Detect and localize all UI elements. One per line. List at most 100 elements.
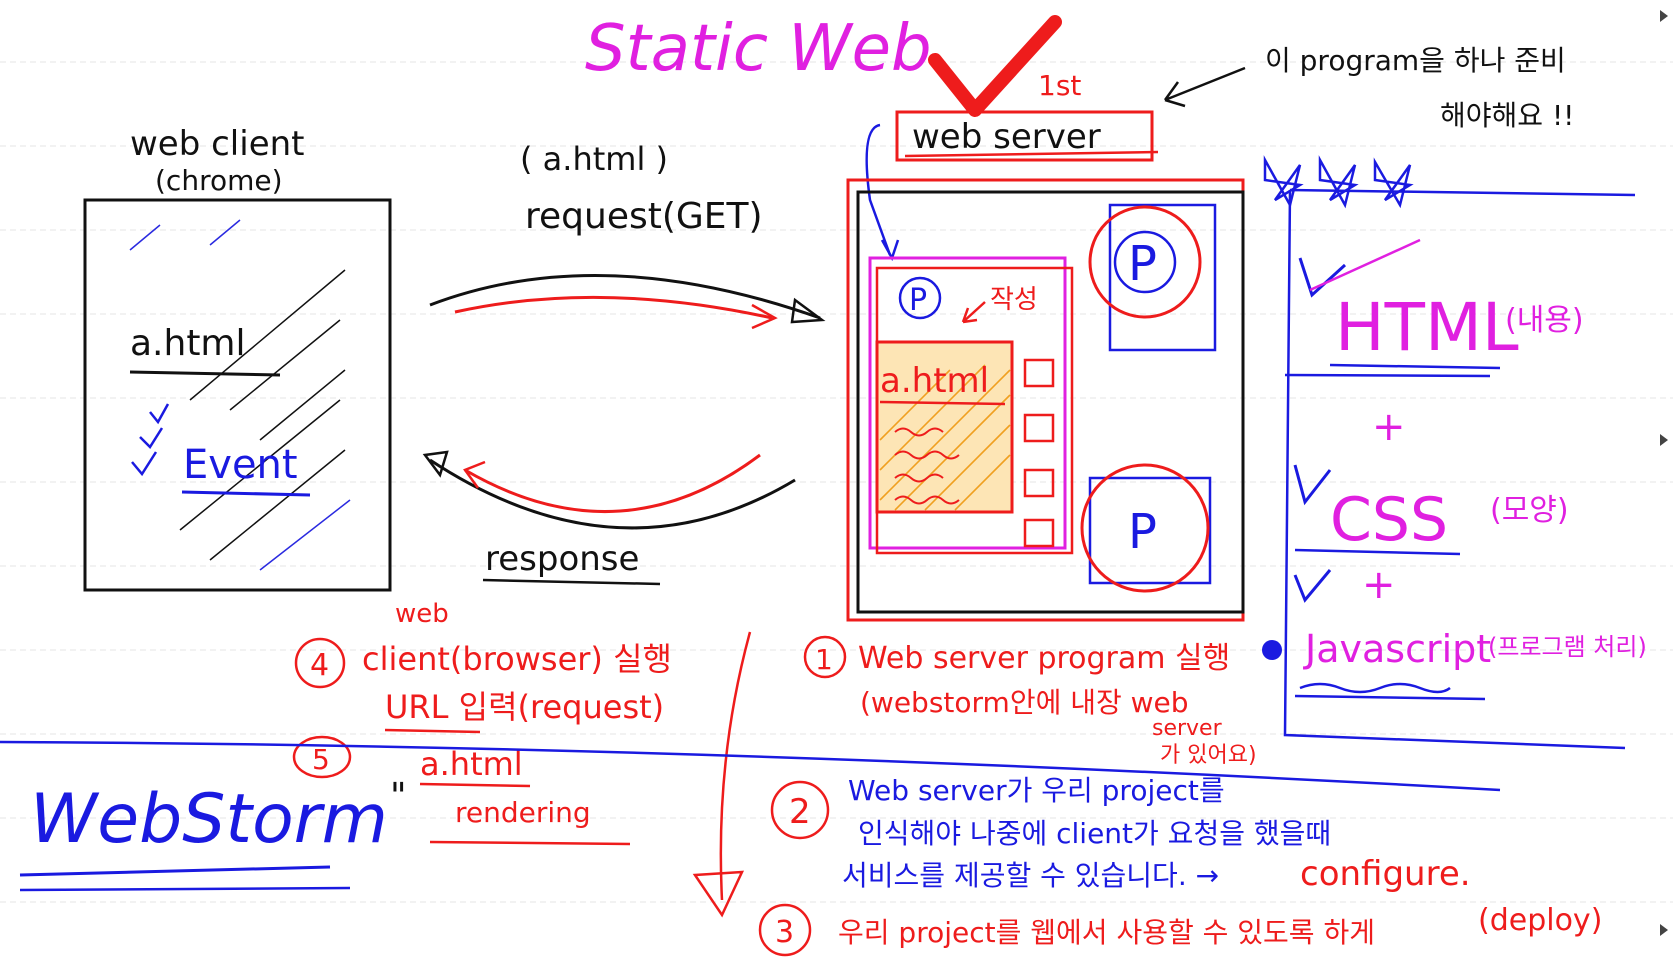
js-bullet (1262, 640, 1282, 660)
other-project-circle-1 (1088, 205, 1202, 319)
response-arrow-black (429, 458, 796, 530)
server-connector (865, 123, 892, 256)
step1-line3: server (1152, 716, 1223, 741)
file-box (875, 340, 1014, 514)
request-red-head-icon (751, 303, 778, 330)
project-box (868, 256, 1067, 550)
step2-line3: 서비스를 제공할 수 있습니다. → (842, 859, 1219, 892)
step3-circle (758, 903, 812, 957)
ruled-lines (0, 61, 1673, 903)
step1-circle (803, 635, 847, 679)
web-label: web (395, 599, 449, 629)
gutter-markers (1660, 10, 1668, 936)
step2-circle (770, 780, 830, 840)
step2-configure: configure. (1300, 854, 1471, 894)
stack-css-note: (모양) (1490, 493, 1569, 528)
client-check-marks (131, 403, 170, 477)
step2-num: 2 (789, 792, 811, 832)
client-subtitle: (chrome) (155, 164, 283, 197)
step1-line1: Web server program 실행 (858, 641, 1230, 676)
response-red-head-icon (463, 460, 486, 489)
file-name: a.html (880, 361, 989, 401)
webstorm-underline-2 (19, 886, 351, 892)
step4-underline (384, 728, 481, 734)
response-underline (482, 578, 661, 586)
js-scribble (1299, 682, 1451, 694)
server-connector-head-icon (880, 239, 900, 262)
client-file-underline (129, 370, 281, 377)
note-arrow-icon (1163, 66, 1246, 108)
step1-line2: (webstorm안에 내장 web (860, 686, 1189, 719)
write-label: 작성 (990, 285, 1038, 315)
file-hatching (879, 364, 1011, 511)
server-box (856, 190, 1245, 614)
step5-quote: " (390, 776, 407, 817)
browser-hatching (129, 219, 351, 571)
down-arrow (719, 631, 752, 901)
step2-line2: 인식해야 나중에 client가 요청을 했을때 (858, 817, 1331, 850)
project-badge: P (909, 283, 927, 318)
other-project-box-2 (1088, 476, 1212, 585)
project-badge-circle (898, 276, 942, 320)
step5-circle (292, 735, 352, 779)
step3-deploy: (deploy) (1478, 903, 1602, 938)
file-name-underline (879, 400, 1006, 406)
stack-bracket (1283, 188, 1636, 750)
server-title-box (895, 110, 1154, 162)
other-project-2: P (1128, 504, 1157, 560)
file-content-scribbles (894, 427, 960, 505)
step5-line2: rendering (455, 796, 591, 829)
client-file: a.html (130, 323, 246, 364)
request-arrowhead-icon (790, 297, 826, 324)
browser-window (83, 198, 392, 592)
step5-line1-underline (419, 782, 531, 788)
section-divider (0, 740, 1501, 792)
other-project-circle-2 (1080, 463, 1210, 593)
write-arrow-icon (961, 301, 986, 324)
check-label: 1st (1038, 69, 1081, 102)
step4-line2: URL 입력(request) (385, 688, 664, 726)
html-underline (1329, 363, 1501, 370)
step4-line1: client(browser) 실행 (362, 640, 672, 678)
webstorm-underline (19, 865, 331, 877)
step4-circle (294, 637, 346, 689)
stack-html: HTML (1335, 289, 1519, 366)
webstorm-title: WebStorm (30, 780, 388, 859)
other-project-box-1 (1108, 203, 1217, 352)
response-arrow-red (464, 453, 761, 514)
request-label: request(GET) (525, 196, 763, 237)
step1-line4: 가 있어요) (1160, 743, 1257, 768)
html-underline-2 (1284, 373, 1491, 378)
html-check-pink-icon (1309, 238, 1421, 292)
response-arrowhead-icon (422, 450, 449, 478)
server-title: web server (912, 117, 1101, 157)
stack-html-note: (내용) (1505, 303, 1584, 338)
html-check-icon (1298, 257, 1347, 298)
stack-plus-2: + (1362, 562, 1396, 608)
js-underline (1294, 694, 1486, 701)
stack-plus-1: + (1372, 404, 1406, 450)
request-arrow-black (429, 274, 821, 320)
check-mark-icon (928, 15, 1062, 117)
step3-num: 3 (775, 915, 794, 950)
css-underline (1294, 548, 1461, 556)
client-title: web client (130, 124, 305, 164)
step4-num: 4 (310, 648, 329, 683)
css-check-icon (1293, 464, 1332, 506)
top-note-line1: 이 program을 하나 준비 (1265, 44, 1566, 77)
stars-icon (1263, 155, 1414, 209)
step2-line1: Web server가 우리 project를 (848, 774, 1225, 807)
step1-num: 1 (815, 643, 833, 676)
client-event: Event (183, 442, 298, 488)
stack-js-note: (프로그램 처리) (1488, 633, 1647, 661)
stack-css: CSS (1330, 485, 1448, 555)
request-arrow-red (454, 295, 773, 320)
request-file: ( a.html ) (520, 140, 668, 178)
page-title: Static Web. (585, 12, 952, 86)
stack-js: Javascript (1303, 627, 1491, 671)
down-arrowhead-icon (692, 870, 745, 918)
client-event-underline (181, 490, 311, 497)
response-label: response (485, 539, 639, 579)
